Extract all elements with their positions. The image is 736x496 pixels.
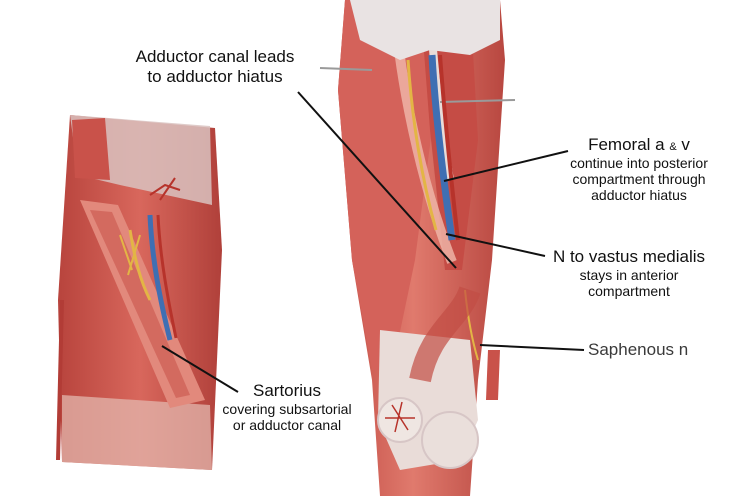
left-thigh-illustration [56, 115, 222, 470]
vastus-line1: N to vastus medialis [552, 247, 706, 266]
sartorius-label: Sartorius covering subsartorial or adduc… [203, 381, 371, 433]
sartorius-pointer [161, 345, 239, 393]
femoral-v-text: v [681, 135, 690, 154]
sartorius-line2: covering subsartorial [222, 400, 352, 417]
femoral-a-text: Femoral a [588, 135, 665, 154]
vastus-line2: stays in anterior [579, 266, 679, 283]
vastus-pointer [445, 233, 546, 257]
saphenous-pointer [479, 344, 585, 351]
femoral-line3: compartment through [572, 170, 706, 187]
vastus-label: N to vastus medialis stays in anterior c… [546, 247, 712, 299]
adductor-canal-line1: Adductor canal leads [135, 47, 295, 66]
femoral-label: Femoral a & v continue into posterior co… [548, 135, 730, 203]
adductor-canal-label: Adductor canal leads to adductor hiatus [124, 47, 306, 86]
vastus-line3: compartment [588, 282, 670, 299]
sartorius-line3: or adductor canal [232, 416, 342, 433]
femoral-line4: adductor hiatus [591, 186, 687, 203]
right-thigh-illustration [319, 0, 516, 496]
femoral-pointer [443, 150, 569, 182]
saphenous-label: Saphenous n [588, 340, 689, 359]
pointer-lines [161, 91, 585, 393]
adductor-canal-line2: to adductor hiatus [147, 66, 283, 86]
femoral-line2: continue into posterior [570, 154, 708, 171]
femoral-amp-text: & [669, 141, 677, 153]
sartorius-line1: Sartorius [252, 381, 322, 400]
adductor-canal-pointer [297, 91, 457, 269]
femoral-line1: Femoral a & v [548, 135, 730, 155]
